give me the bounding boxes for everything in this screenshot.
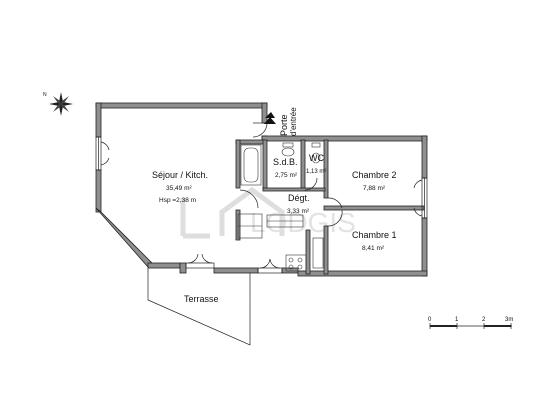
chambre1-name: Chambre 1 xyxy=(352,230,397,240)
terrasse-name: Terrasse xyxy=(184,294,219,304)
scale-label-2: 2 xyxy=(482,317,486,323)
chambre1-area: 8,41 m² xyxy=(362,245,385,252)
sejour-area: 35,49 m² xyxy=(166,185,192,192)
fixtures xyxy=(237,142,324,272)
degt-name: Dégt. xyxy=(288,193,310,203)
sejour-height: Hsp =2,38 m xyxy=(159,197,196,204)
degt-area: 3,33 m² xyxy=(287,208,310,215)
entrance-label-line2: d'entrée xyxy=(289,107,298,136)
doors xyxy=(100,122,423,269)
scale-label-3: 3m xyxy=(505,317,513,323)
windows xyxy=(95,136,428,274)
watermark-logo: LODGIS xyxy=(180,186,356,239)
chambre2-area: 7,88 m² xyxy=(363,185,386,192)
chambre2-name: Chambre 2 xyxy=(352,170,397,180)
entrance-label-line1: Porte xyxy=(279,114,289,136)
sdb-area: 2,75 m² xyxy=(275,172,298,179)
scale-bar: 0 1 2 3m xyxy=(428,317,513,329)
wc-name: WC xyxy=(309,153,324,163)
scale-label-1: 1 xyxy=(455,317,459,323)
sdb-name: S.d.B. xyxy=(273,157,298,167)
sejour-name: Séjour / Kitch. xyxy=(152,170,208,180)
scale-label-0: 0 xyxy=(428,317,432,323)
entrance-arrow-icon xyxy=(264,112,276,124)
compass-rose-icon: N xyxy=(43,92,73,116)
terrace-outline xyxy=(147,268,251,346)
wc-area: 1,13 m² xyxy=(306,169,326,175)
svg-text:N: N xyxy=(43,92,47,98)
